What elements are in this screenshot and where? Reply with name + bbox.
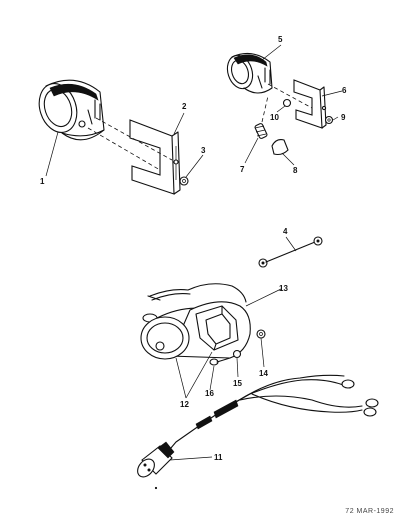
ground-wire — [258, 236, 323, 268]
callout-7: 7 — [240, 165, 245, 174]
callout-9: 9 — [341, 113, 346, 122]
figure-code: 72 MAR-1992 — [345, 508, 394, 515]
callout-1: 1 — [40, 177, 45, 186]
stray-mark — [154, 486, 158, 490]
bracket-large — [129, 119, 181, 195]
callout-6: 6 — [342, 86, 347, 95]
callout-labels: 1 2 3 4 5 6 7 8 9 10 11 12 13 14 15 16 — [40, 35, 347, 462]
callout-3: 3 — [201, 146, 206, 155]
nut-14 — [256, 329, 266, 339]
leader-lines — [45, 44, 343, 461]
callout-5: 5 — [278, 35, 283, 44]
callout-13: 13 — [279, 284, 288, 293]
wiring-harness — [137, 374, 379, 478]
callout-10: 10 — [270, 113, 279, 122]
callout-14: 14 — [259, 369, 268, 378]
washer-10 — [282, 98, 292, 108]
bulb-socket — [254, 95, 269, 139]
gauge-small — [226, 52, 273, 94]
callout-16: 16 — [205, 389, 214, 398]
gauge-housing — [140, 283, 251, 360]
callout-11: 11 — [214, 453, 223, 462]
callout-2: 2 — [182, 102, 187, 111]
bulb — [271, 139, 289, 156]
nut-small-right — [324, 115, 334, 125]
callout-8: 8 — [293, 166, 298, 175]
washer-15 — [232, 349, 242, 359]
callout-4: 4 — [283, 227, 288, 236]
gauge-large — [38, 79, 105, 141]
nut-small-left — [179, 176, 189, 186]
screw-16 — [209, 357, 231, 366]
bracket-small — [293, 79, 327, 129]
callout-15: 15 — [233, 379, 242, 388]
callout-12: 12 — [180, 400, 189, 409]
